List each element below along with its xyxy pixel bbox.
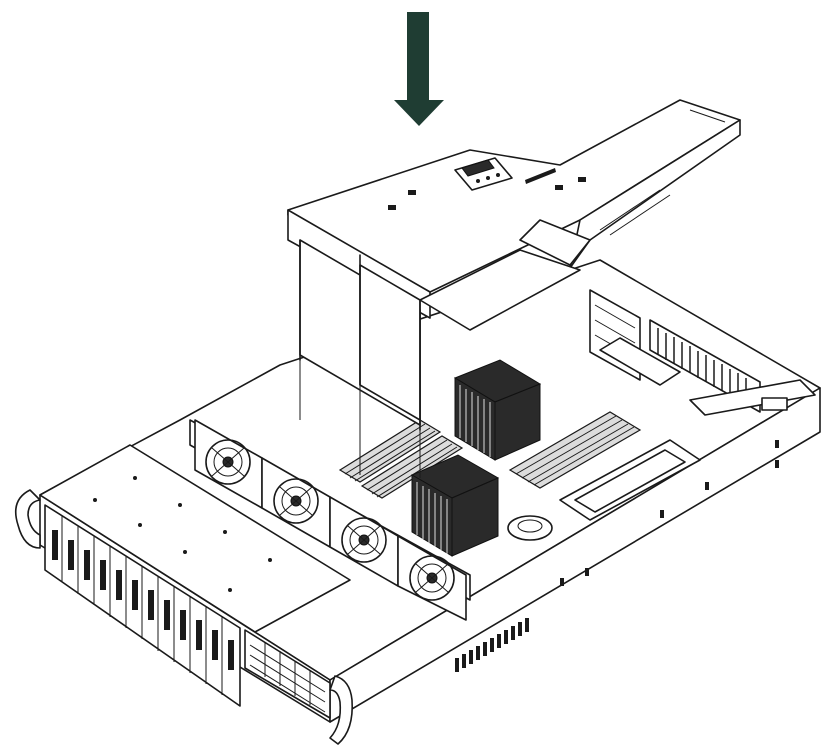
- front-panel-vent: [244, 629, 331, 719]
- rack-handle-right: [329, 675, 354, 745]
- power-supply-tray: [559, 379, 816, 521]
- server-chassis: [14, 259, 821, 745]
- down-arrow-icon: [394, 12, 444, 126]
- drive-bays: [44, 504, 241, 707]
- alignment-guides: [299, 245, 421, 478]
- fan-4: [397, 535, 467, 621]
- rack-handle-left: [14, 489, 41, 549]
- heatsink-2: [410, 454, 500, 557]
- side-vents: [455, 440, 779, 672]
- memory-modules-left: [338, 419, 464, 499]
- rear-io-grille: [649, 319, 761, 413]
- shroud-label: [454, 157, 513, 191]
- system-drive: [507, 515, 553, 541]
- fan-1: [194, 419, 263, 509]
- drive-cage-lid: [39, 444, 351, 633]
- expansion-slots: [589, 289, 681, 386]
- heatsink-1: [453, 359, 542, 461]
- memory-modules-right: [508, 411, 642, 489]
